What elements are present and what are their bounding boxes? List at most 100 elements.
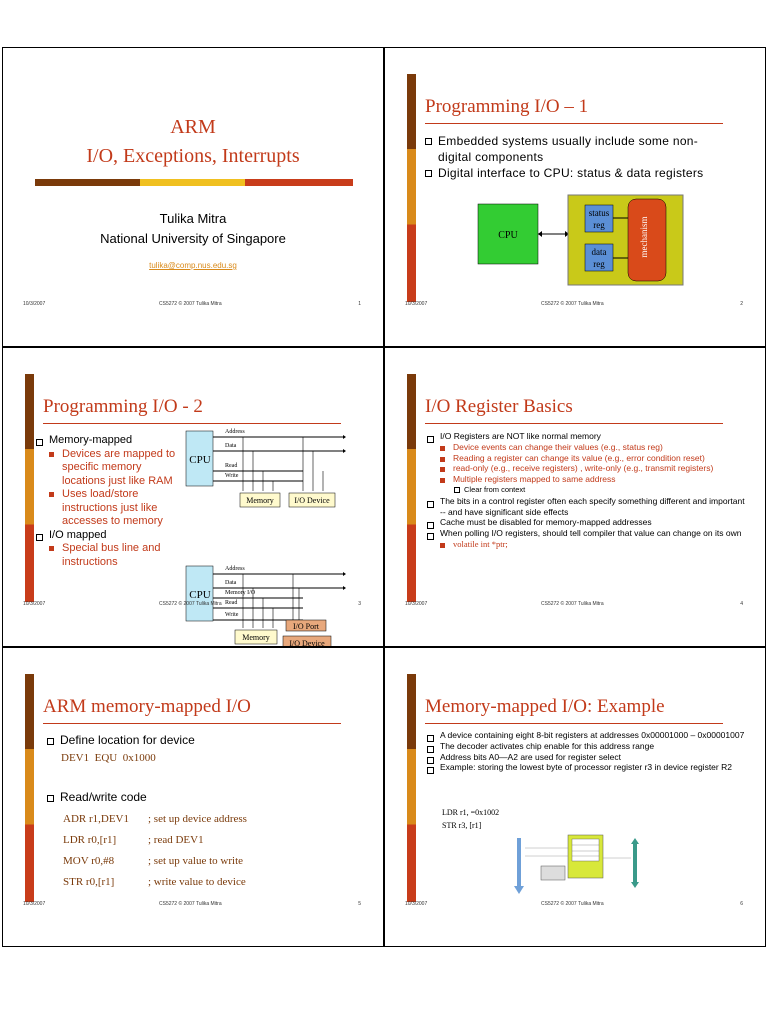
title-underline [425, 723, 723, 724]
sub-bullet: Uses load/store instructions just like a… [36, 488, 184, 529]
title-underline [43, 723, 341, 724]
svg-text:Data: Data [225, 580, 237, 586]
code-line: DEV1 EQU 0x1000 [61, 752, 156, 764]
status-reg-label: status [589, 208, 610, 218]
page-number: 2 [740, 301, 743, 307]
svg-text:Read: Read [225, 600, 237, 606]
code-line: volatile int *ptr; [427, 539, 747, 550]
sub-sub-bullet: Clear from context [427, 485, 747, 496]
code-row: STR r0,[r1]; write value to device [63, 876, 246, 888]
bullet: I/O Registers are NOT like normal memory [427, 431, 747, 443]
address-bus-arrow [514, 838, 524, 894]
code-row: ADR r1,DEV1; set up device address [63, 813, 247, 825]
handout-sheet: ARM I/O, Exceptions, Interrupts Tulika M… [2, 47, 766, 947]
bullet: I/O mapped [36, 529, 184, 543]
slide-3: Programming I/O - 2 Memory-mapped Device… [2, 347, 384, 647]
email-link[interactable]: tulika@comp.nus.edu.sg [149, 261, 237, 270]
bullet: Read/write code [47, 790, 147, 804]
code-row: MOV r0,#8; set up value to write [63, 855, 244, 867]
bullet: The decoder activates chip enable for th… [427, 741, 747, 753]
slide-title: I/O Register Basics [425, 396, 573, 417]
cpu-box [477, 203, 539, 265]
memory-box [239, 492, 281, 508]
svg-text:Data: Data [225, 443, 237, 449]
slide-title: Programming I/O – 1 [425, 96, 589, 117]
svg-text:Memory: Memory [246, 496, 274, 505]
sub-bullet: Devices are mapped to specific memory lo… [36, 448, 184, 489]
svg-text:CPU: CPU [189, 454, 210, 466]
bullet: Memory-mapped [36, 434, 184, 448]
accent-bar [407, 74, 416, 302]
slide-title: Memory-mapped I/O: Example [425, 696, 665, 717]
svg-text:Memory I/O: Memory I/O [225, 590, 256, 596]
svg-text:Read: Read [225, 463, 237, 469]
svg-text:Address: Address [225, 429, 245, 435]
svg-text:Write: Write [225, 473, 239, 479]
code-row: LDR r0,[r1]; read DEV1 [63, 834, 204, 846]
memory-box-2 [234, 629, 278, 645]
slide-1: ARM I/O, Exceptions, Interrupts Tulika M… [2, 47, 384, 347]
title-color-band [35, 179, 353, 186]
bullet-list: A device containing eight 8-bit register… [427, 730, 747, 775]
device-register-diagram [514, 834, 639, 894]
svg-text:Memory: Memory [242, 633, 270, 642]
io-device-box-2 [282, 635, 332, 646]
bus-diagrams: CPU Address Data Read Write Memory I/O D… [185, 429, 346, 647]
bullet-list: Memory-mapped Devices are mapped to spec… [36, 434, 184, 569]
bullet: A device containing eight 8-bit register… [427, 730, 747, 742]
sub-bullet: Multiple registers mapped to same addres… [427, 474, 747, 485]
mechanism-box [627, 198, 667, 282]
slide-6: Memory-mapped I/O: Example A device cont… [384, 647, 766, 947]
page-number: 6 [740, 901, 743, 907]
author-name: Tulika Mitra [159, 211, 227, 226]
code-line: STR r3, [r1] [442, 821, 482, 830]
accent-bar [407, 374, 416, 602]
bullet: When polling I/O registers, should tell … [427, 528, 747, 540]
svg-text:I/O Port: I/O Port [293, 622, 320, 631]
svg-text:reg: reg [593, 259, 605, 269]
status-data-diagram: CPU status reg data reg mechanism [477, 194, 684, 286]
title-underline [43, 423, 341, 424]
slide-2: Programming I/O – 1 Embedded systems usu… [384, 47, 766, 347]
sub-bullet: Reading a register can change its value … [427, 453, 747, 464]
slide-5: ARM memory-mapped I/O Define location fo… [2, 647, 384, 947]
io-device-box [288, 492, 336, 508]
bullet: The bits in a control register often eac… [427, 496, 747, 518]
data-reg-label: data [592, 247, 607, 257]
bullet: Example: storing the lowest byte of proc… [427, 762, 747, 775]
cpu-box [185, 430, 214, 487]
sub-bullet: Special bus line and instructions [36, 542, 184, 569]
bullet: Digital interface to CPU: status & data … [425, 165, 725, 181]
svg-text:I/O Device: I/O Device [294, 496, 330, 505]
accent-bar [25, 374, 34, 602]
bullet: Define location for device [47, 733, 195, 747]
bullet: Embedded systems usually include some no… [425, 133, 725, 165]
sub-bullet: read-only (e.g., receive registers) , wr… [427, 463, 747, 474]
bullet-list: Embedded systems usually include some no… [425, 133, 725, 181]
bullet: Address bits A0—A2 are used for register… [427, 752, 747, 764]
title-line-2: I/O, Exceptions, Interrupts [86, 145, 300, 167]
bullet-list: I/O Registers are NOT like normal memory… [427, 431, 747, 550]
code-line: LDR r1, =0x1002 [442, 808, 500, 817]
footer-date: 10/3/2007 [23, 301, 46, 307]
svg-text:reg: reg [593, 220, 605, 230]
mechanism-label: mechanism [639, 217, 649, 258]
data-bus-arrow [631, 838, 639, 888]
cpu-box-2 [185, 565, 214, 622]
svg-text:CPU: CPU [189, 589, 210, 601]
status-reg-box [584, 204, 614, 233]
slide-title: Programming I/O - 2 [43, 396, 203, 417]
sub-bullet: Device events can change their values (e… [427, 442, 747, 453]
svg-text:I/O Device: I/O Device [289, 639, 325, 647]
accent-bar [407, 674, 416, 902]
page-number: 1 [358, 301, 361, 307]
data-reg-box [584, 243, 614, 272]
io-port-box [285, 619, 327, 632]
cpu-label: CPU [498, 230, 518, 241]
slide-title: ARM memory-mapped I/O [43, 696, 251, 717]
slide-4: I/O Register Basics I/O Registers are NO… [384, 347, 766, 647]
title-underline [425, 123, 723, 124]
decoder-box [540, 865, 566, 881]
accent-bar [25, 674, 34, 902]
svg-text:Address: Address [225, 566, 245, 572]
